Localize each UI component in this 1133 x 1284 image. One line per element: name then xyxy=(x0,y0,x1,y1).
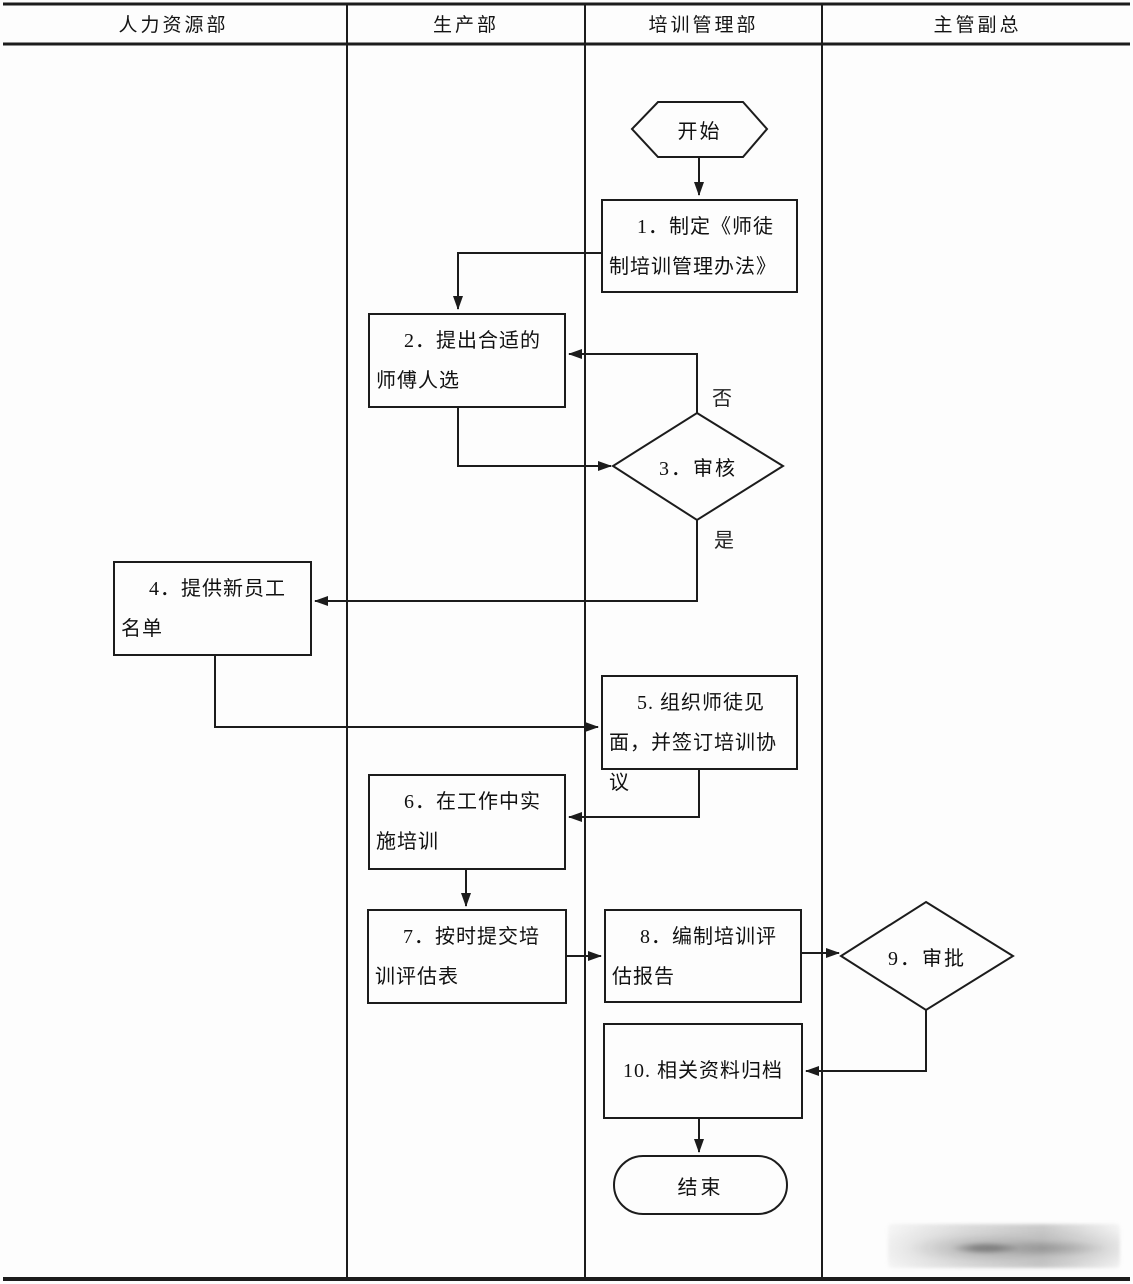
process-step6: 6．在工作中实施培训 xyxy=(368,774,566,870)
edge-step2-step3 xyxy=(457,408,612,471)
start-node-label: 开始 xyxy=(677,121,722,143)
branch-label-yes: 是 xyxy=(714,530,734,552)
decision-3-diamond-shape xyxy=(611,411,785,522)
edge-step5-step6 xyxy=(568,770,700,822)
lane-header-hr: 人力资源部 xyxy=(118,14,229,36)
edge-step1-step2 xyxy=(453,252,601,310)
process-step10: 10. 相关资料归档 xyxy=(603,1023,803,1119)
lane-header-vp: 主管副总 xyxy=(933,14,1022,36)
start-hexagon-shape xyxy=(630,101,769,158)
process-step2: 2．提出合适的师傅人选 xyxy=(368,313,566,408)
decision-9-diamond-shape xyxy=(839,900,1015,1012)
process-step1: 1．制定《师徒制培训管理办法》 xyxy=(601,199,798,293)
edge-step9-step10 xyxy=(805,1010,927,1076)
edge-step3-step4-yes xyxy=(314,520,698,606)
decision-step3-label: 3．审核 xyxy=(659,458,737,480)
lane-header-production: 生产部 xyxy=(432,14,499,36)
edge-step4-step5 xyxy=(214,656,599,732)
end-node: 结束 xyxy=(613,1155,788,1215)
watermark-smudge xyxy=(888,1224,1120,1268)
decision-step9-label: 9．审批 xyxy=(888,947,966,970)
process-step7: 7．按时提交培训评估表 xyxy=(367,909,567,1004)
edge-step3-step2-no xyxy=(568,349,698,413)
branch-label-no: 否 xyxy=(712,388,732,410)
process-step5: 5. 组织师徒见面，并签订培训协议 xyxy=(601,675,798,794)
process-step8: 8．编制培训评估报告 xyxy=(604,909,802,1003)
lane-header-training: 培训管理部 xyxy=(648,14,759,36)
process-step4: 4．提供新员工名单 xyxy=(113,561,312,656)
